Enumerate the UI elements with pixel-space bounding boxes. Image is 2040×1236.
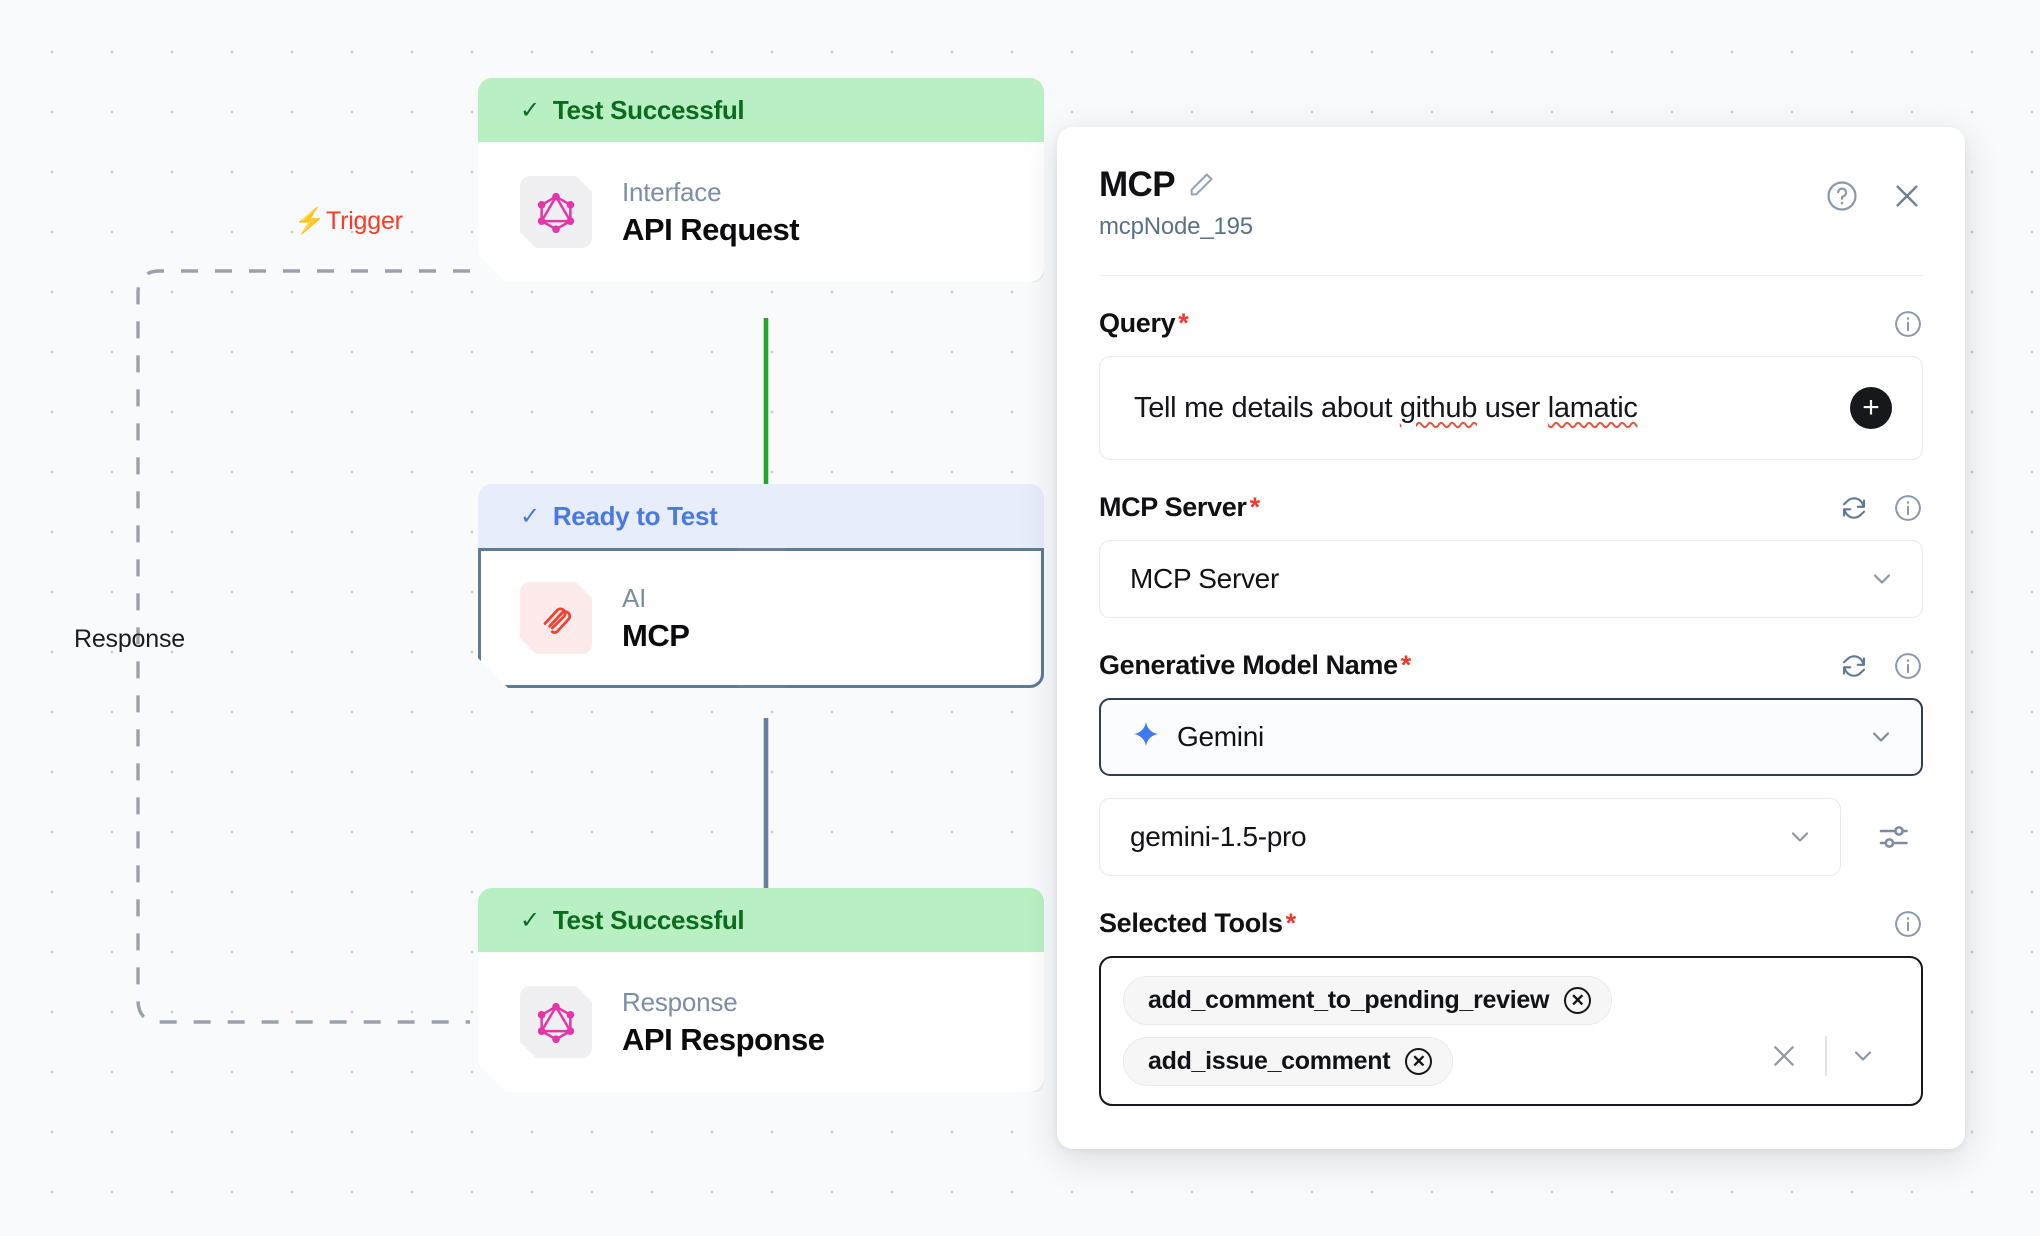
node-status-text: Test Successful [552, 94, 745, 125]
node-body[interactable]: Response API Response [478, 952, 1044, 1092]
node-status-text: Test Successful [552, 904, 745, 935]
node-kind: Response [622, 986, 738, 1017]
close-icon[interactable] [1891, 180, 1923, 212]
tool-chip[interactable]: add_comment_to_pending_review ✕ [1123, 976, 1613, 1025]
node-title: API Response [622, 1021, 825, 1057]
tool-chip-label: add_comment_to_pending_review [1148, 986, 1550, 1014]
query-input[interactable]: Tell me details about github user lamati… [1099, 356, 1923, 460]
node-handle-bottom[interactable] [737, 282, 785, 299]
edge-trigger-response [136, 269, 470, 1024]
field-label-model-name: Generative Model Name* [1099, 650, 1412, 680]
pencil-icon[interactable] [1187, 171, 1215, 199]
node-handle-bottom[interactable] [737, 685, 785, 702]
field-label-mcp-server: MCP Server* [1099, 492, 1261, 522]
node-body[interactable]: Interface API Request [478, 142, 1044, 282]
node-status-text: Ready to Test [552, 500, 718, 531]
check-icon: ✓ [520, 502, 540, 530]
node-id-label: mcpNode_195 [1099, 213, 1253, 240]
spellcheck-word: lamatic [1547, 391, 1638, 424]
node-api-request[interactable]: ✓ Test Successful [478, 78, 1044, 282]
node-title: MCP [622, 617, 690, 653]
add-variable-button[interactable]: + [1850, 387, 1892, 429]
node-status-badge: ✓ Ready to Test [478, 484, 1044, 548]
panel-header: MCP mcpNode_195 [1099, 165, 1923, 241]
circle-x-icon[interactable]: ✕ [1564, 987, 1592, 1014]
field-label-selected-tools: Selected Tools* [1099, 908, 1297, 938]
divider [1825, 1036, 1827, 1076]
field-selected-tools: Selected Tools* [1099, 908, 1923, 1106]
edge-label-response: Response [74, 625, 185, 653]
required-marker: * [1285, 908, 1297, 938]
panel-divider [1099, 275, 1923, 276]
field-model-variant: gemini-1.5-pro [1099, 798, 1923, 876]
info-icon[interactable] [1893, 309, 1923, 339]
info-icon[interactable] [1893, 493, 1923, 523]
chevron-down-icon[interactable] [1868, 565, 1896, 593]
edge-label-trigger: ⚡ Trigger [294, 207, 403, 236]
required-marker: * [1400, 650, 1412, 680]
tool-chip[interactable]: add_issue_comment ✕ [1123, 1037, 1454, 1086]
chevron-down-icon[interactable] [1867, 723, 1895, 751]
required-marker: * [1178, 308, 1189, 338]
generative-model-select[interactable]: Gemini [1099, 698, 1923, 776]
graphql-icon [520, 986, 592, 1058]
node-kind: AI [622, 582, 647, 613]
field-generative-model-name: Generative Model Name* [1099, 650, 1923, 776]
page-title: MCP [1099, 165, 1176, 204]
chevron-down-icon[interactable] [1786, 823, 1814, 851]
query-value: Tell me details about github user lamati… [1134, 391, 1638, 424]
node-config-panel[interactable]: MCP mcpNode_195 [1057, 127, 1965, 1149]
tool-chip-label: add_issue_comment [1148, 1047, 1391, 1075]
check-icon: ✓ [520, 96, 540, 124]
field-mcp-server: MCP Server * [1099, 492, 1923, 618]
mcp-server-value: MCP Server [1130, 563, 1279, 594]
chevron-down-icon[interactable] [1827, 1042, 1899, 1070]
clear-all-icon[interactable] [1743, 1041, 1825, 1071]
node-body[interactable]: AI MCP [478, 548, 1044, 688]
gemini-sparkle-icon [1131, 719, 1161, 756]
node-status-badge: ✓ Test Successful [478, 888, 1044, 952]
mcp-server-select[interactable]: MCP Server [1099, 540, 1923, 618]
graphql-icon [520, 176, 592, 248]
field-query: Query* Tell me details about g [1099, 308, 1923, 460]
lightning-bolt-icon: ⚡ [294, 207, 325, 235]
generative-model-value: Gemini [1177, 721, 1264, 752]
check-icon: ✓ [520, 906, 540, 934]
spellcheck-word: github [1399, 391, 1478, 424]
refresh-icon[interactable] [1839, 651, 1869, 681]
model-variant-value: gemini-1.5-pro [1130, 821, 1307, 852]
node-status-badge: ✓ Test Successful [478, 78, 1044, 142]
field-label-query: Query* [1099, 308, 1189, 338]
edge-label-trigger-text: Trigger [325, 207, 403, 235]
node-title: API Request [622, 211, 800, 247]
mcp-paperclip-icon [520, 582, 592, 654]
model-variant-select[interactable]: gemini-1.5-pro [1099, 798, 1841, 876]
node-api-response[interactable]: ✓ Test Successful [478, 888, 1044, 1092]
sliders-icon[interactable] [1863, 819, 1923, 855]
circle-x-icon[interactable]: ✕ [1405, 1048, 1433, 1075]
node-kind: Interface [622, 176, 722, 207]
refresh-icon[interactable] [1839, 493, 1869, 523]
generative-model-value-wrap: Gemini [1131, 719, 1264, 756]
help-circle-icon[interactable] [1825, 179, 1859, 213]
selected-tools-multiselect[interactable]: add_comment_to_pending_review ✕ add_issu… [1099, 956, 1923, 1106]
info-icon[interactable] [1893, 909, 1923, 939]
node-mcp[interactable]: ✓ Ready to Test AI MCP [478, 484, 1044, 688]
info-icon[interactable] [1893, 651, 1923, 681]
required-marker: * [1249, 492, 1261, 522]
